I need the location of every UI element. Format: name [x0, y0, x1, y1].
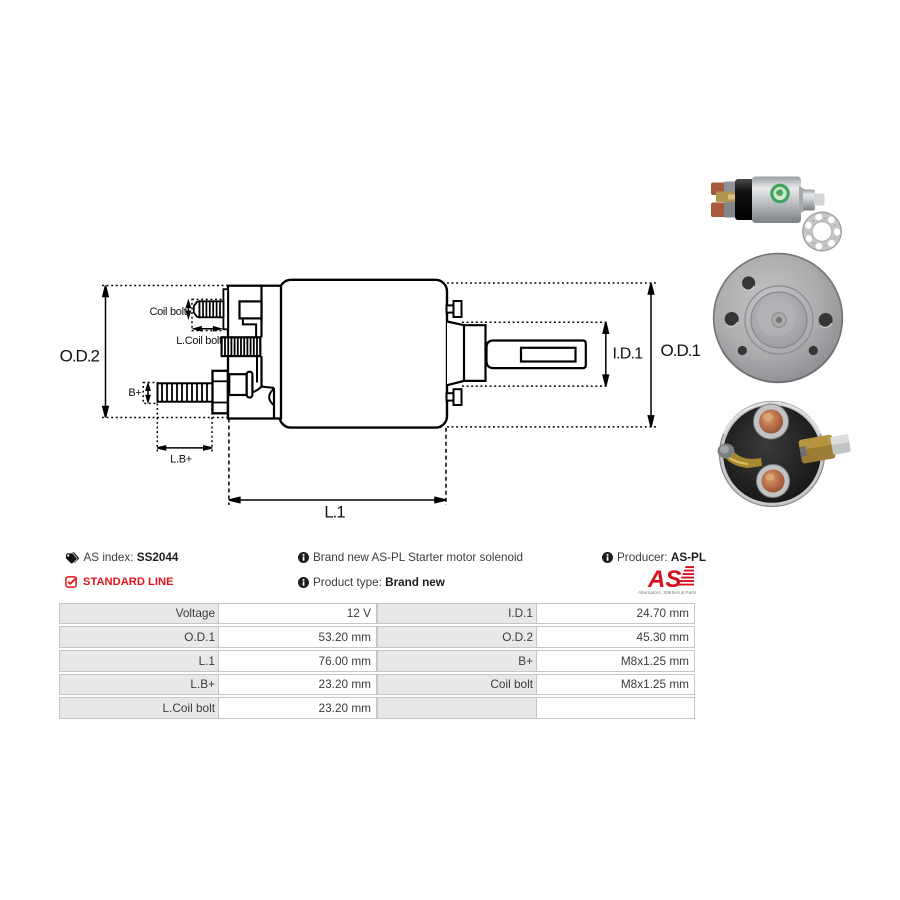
svg-text:I.D.1: I.D.1: [613, 346, 644, 363]
svg-text:AS: AS: [647, 566, 681, 593]
svg-text:L.B+: L.B+: [170, 454, 192, 466]
svg-text:O.D.1: O.D.1: [661, 341, 701, 360]
svg-text:O.D.2: O.D.2: [60, 347, 100, 366]
svg-text:L.Coil bolt: L.Coil bolt: [176, 335, 222, 347]
svg-text:Alternators, Starters & Parts: Alternators, Starters & Parts: [638, 590, 697, 595]
svg-text:L.1: L.1: [324, 504, 345, 522]
svg-text:Coil bolt: Coil bolt: [149, 306, 186, 318]
svg-text:B+: B+: [128, 387, 141, 399]
